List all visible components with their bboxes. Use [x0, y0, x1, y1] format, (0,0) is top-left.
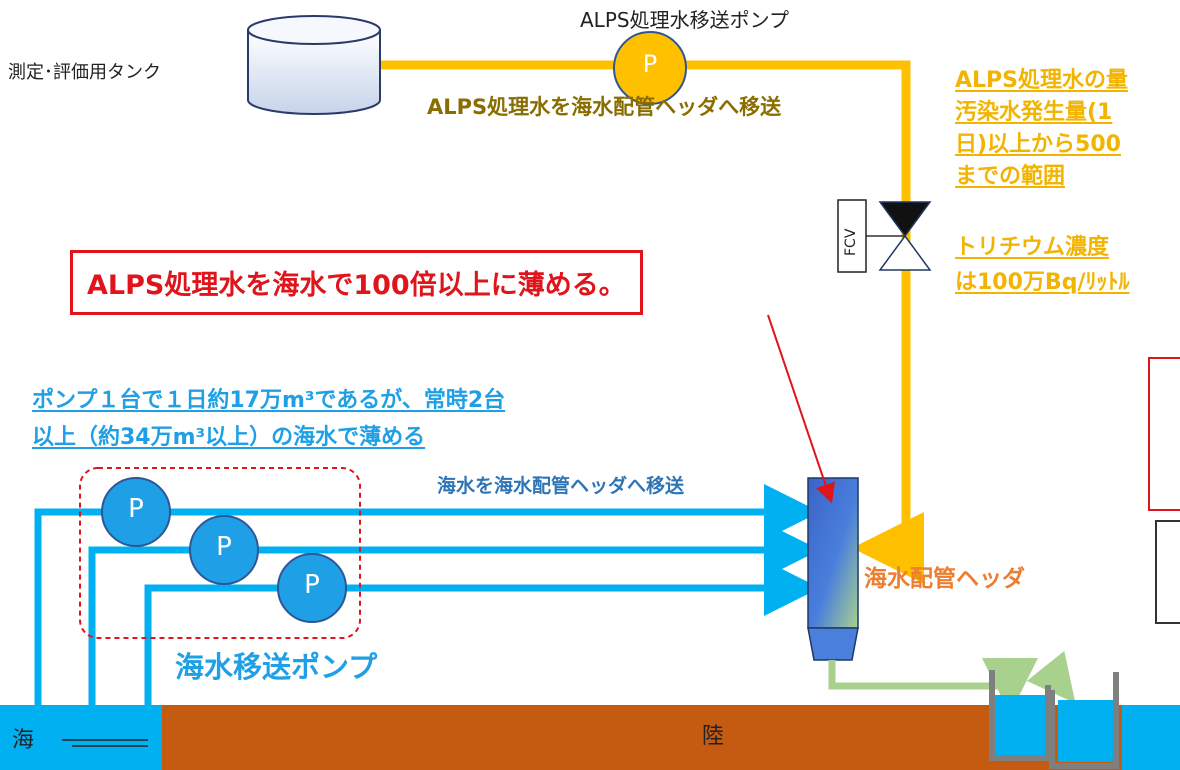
tank-label: 測定･評価用タンク	[8, 62, 161, 83]
measurement-tank	[247, 15, 381, 115]
seawater-pump-3-symbol: P	[304, 570, 320, 600]
side-note-box-red	[1148, 357, 1180, 511]
diluted-pipe	[828, 658, 1038, 714]
seawater-pump-3	[277, 553, 347, 623]
alps-pump-label: ALPS処理水移送ポンプ	[580, 8, 789, 32]
diluted-pipe-overflow	[1026, 650, 1076, 704]
land-label: 陸	[702, 724, 725, 749]
seawater-pump-1	[101, 477, 171, 547]
seawater-pipe-3	[144, 560, 820, 705]
sea-label: 海	[12, 728, 35, 753]
land-area	[162, 705, 1122, 770]
alert-arrow	[767, 314, 835, 504]
alps-volume-note-line3: 日)以上から500	[955, 132, 1121, 157]
alps-volume-note-line2: 汚染水発生量(1	[955, 100, 1113, 125]
side-note-box-black	[1155, 520, 1180, 624]
pump-capacity-note-line2: 以上（約34万m³以上）の海水で薄める	[32, 425, 426, 450]
tritium-note-line1: トリチウム濃度	[955, 235, 1110, 260]
alps-transfer-pump	[613, 31, 687, 105]
seawater-pump-1-symbol: P	[128, 494, 144, 524]
alps-transfer-label: ALPS処理水を海水配管ヘッダへ移送	[427, 95, 782, 119]
alps-volume-note-line4: までの範囲	[955, 164, 1066, 189]
seawater-pipe-2	[88, 522, 820, 705]
alps-pump-symbol: P	[642, 50, 658, 78]
dilution-alert-text: ALPS処理水を海水で100倍以上に薄める。	[87, 270, 626, 301]
vertical-shafts	[989, 670, 1119, 769]
seawater-pump-label: 海水移送ポンプ	[175, 650, 378, 684]
pump-group-outline	[79, 467, 361, 639]
header-label: 海水配管ヘッダ	[864, 566, 1025, 592]
alps-volume-note-line1: ALPS処理水の量	[955, 68, 1129, 93]
seawater-pump-2	[189, 515, 259, 585]
fcv-valve	[837, 199, 932, 273]
seawater-transfer-label: 海水を海水配管ヘッダへ移送	[437, 475, 685, 497]
seawater-pipe-1	[34, 484, 820, 705]
pump-capacity-note-line1: ポンプ１台で１日約17万m³であるが、常時2台	[32, 388, 506, 413]
dilution-alert-box: ALPS処理水を海水で100倍以上に薄める。	[70, 250, 643, 315]
seawater-header	[807, 477, 859, 661]
fcv-label: FCV	[843, 228, 859, 256]
seawater-pump-2-symbol: P	[216, 532, 232, 562]
tritium-note-line2: は100万Bq/ﾘｯﾄﾙ	[955, 270, 1130, 295]
